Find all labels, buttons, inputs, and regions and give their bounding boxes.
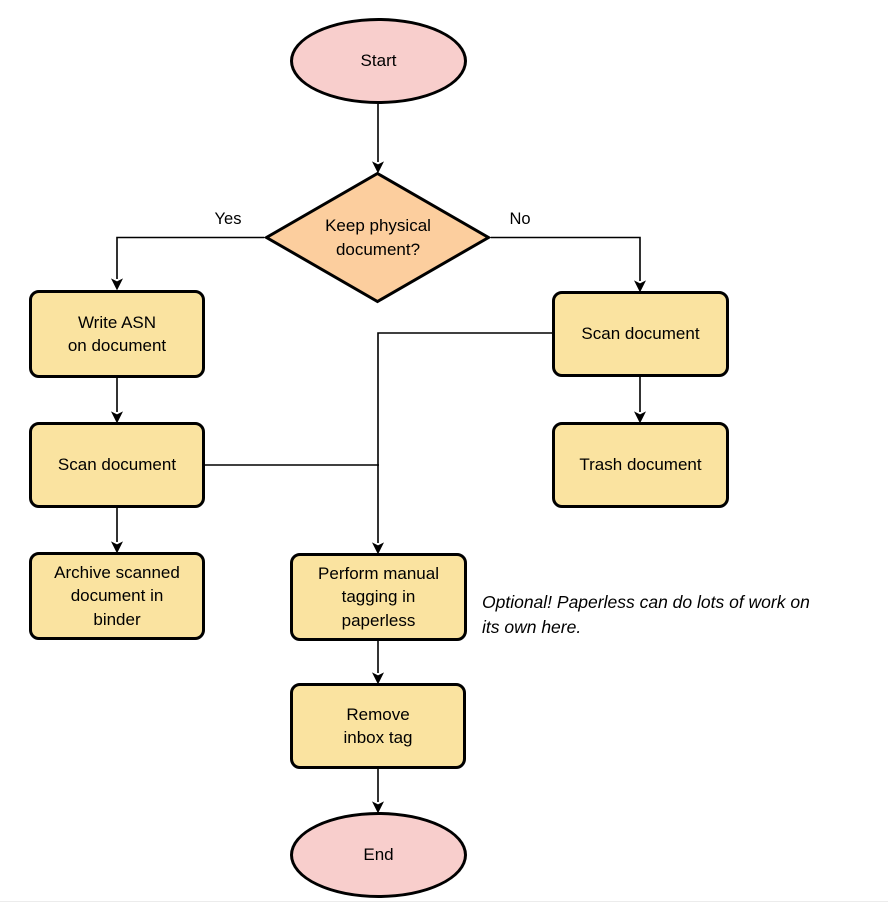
process-write-asn: Write ASN on document	[29, 290, 205, 378]
process-scan-document-right: Scan document	[552, 291, 729, 377]
flowchart-node-start: Start	[290, 18, 467, 104]
process-scan-document-left: Scan document	[29, 422, 205, 508]
archive-label: Archive scanned document in binder	[54, 562, 180, 629]
page-bottom-edge	[0, 901, 888, 902]
edge-no-branch	[491, 236, 646, 293]
edge-label-yes: Yes	[214, 210, 242, 228]
write-asn-label: Write ASN on document	[67, 312, 167, 355]
decision-keep-physical-document: Keep physical document?	[266, 172, 490, 303]
manual-tagging-label: Perform manual tagging in paperless	[318, 563, 439, 630]
flowchart-node-end: End	[290, 812, 467, 898]
edge-yes-branch	[111, 236, 264, 291]
process-archive-in-binder: Archive scanned document in binder	[29, 552, 205, 640]
edge-scanright-to-tagging	[372, 332, 552, 555]
scan-document-right-label: Scan document	[581, 324, 700, 344]
scan-document-left-label: Scan document	[57, 455, 177, 475]
trash-document-label: Trash document	[579, 455, 702, 475]
start-label: Start	[360, 51, 397, 71]
annotation-optional-note: Optional! Paperless can do lots of work …	[482, 592, 810, 637]
process-remove-inbox-tag: Remove inbox tag	[290, 683, 466, 769]
decision-diamond-shape	[263, 171, 492, 304]
end-label: End	[363, 845, 394, 865]
edge-label-no: No	[509, 210, 531, 228]
remove-inbox-tag-label: Remove inbox tag	[343, 704, 413, 747]
process-manual-tagging: Perform manual tagging in paperless	[290, 553, 467, 641]
process-trash-document: Trash document	[552, 422, 729, 508]
decision-label: Keep physical document?	[325, 216, 431, 259]
